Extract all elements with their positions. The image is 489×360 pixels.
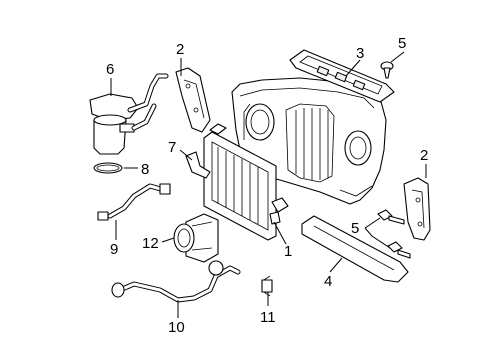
- callout-6: 6: [106, 61, 114, 78]
- bracket-right: [403, 177, 431, 241]
- grille-molding: [289, 49, 395, 103]
- overflow-hose: [97, 183, 171, 221]
- callout-9: 9: [110, 241, 118, 258]
- callout-3: 3: [356, 45, 364, 62]
- callout-10: 10: [168, 319, 185, 336]
- leader-lines: [110, 51, 427, 318]
- bolt-upper: [377, 209, 405, 225]
- hose-clip: [261, 275, 273, 297]
- callout-5-right: 5: [351, 220, 359, 237]
- screw-top: [380, 61, 394, 79]
- callout-12: 12: [142, 235, 159, 252]
- coolant-reservoir: [89, 73, 169, 155]
- callout-5-top: 5: [398, 35, 406, 52]
- lower-hose: [111, 260, 241, 303]
- air-deflector: [301, 215, 409, 283]
- mounting-clip: [185, 151, 211, 179]
- bracket-left: [175, 67, 211, 133]
- callout-8: 8: [141, 161, 149, 178]
- bolt-lower: [387, 241, 411, 259]
- callout-2-right: 2: [420, 147, 428, 164]
- fan-motor: [173, 213, 219, 263]
- seal-ring: [93, 162, 123, 174]
- radiator: [203, 123, 289, 241]
- callout-7: 7: [168, 139, 176, 156]
- callout-2-left: 2: [176, 41, 184, 58]
- callout-11: 11: [260, 309, 276, 326]
- callout-4: 4: [324, 273, 332, 290]
- callout-1: 1: [284, 243, 292, 260]
